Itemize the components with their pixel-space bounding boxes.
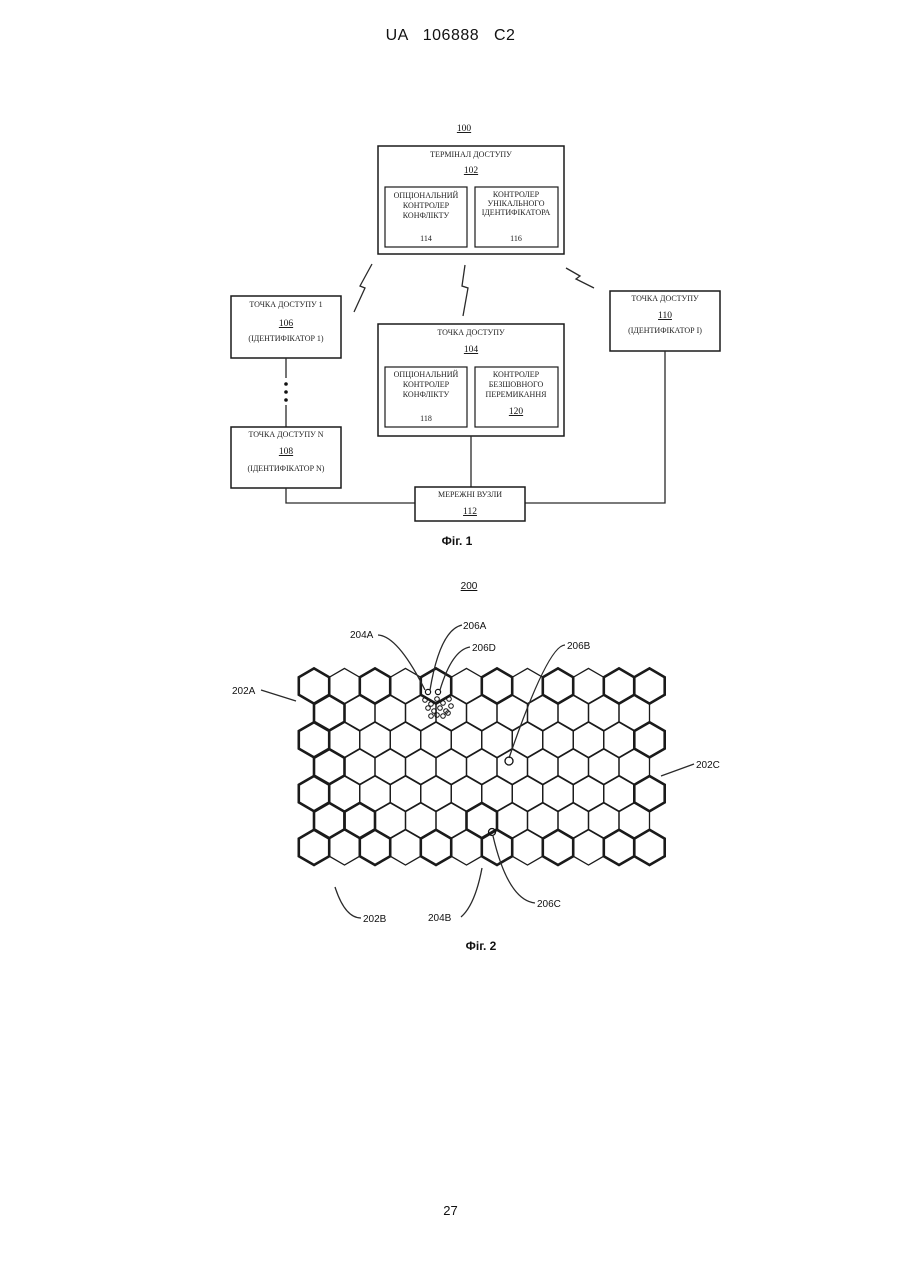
terminal-marker bbox=[426, 706, 431, 711]
page-number: 27 bbox=[0, 1203, 901, 1218]
hex-cell bbox=[634, 830, 664, 865]
label-206D: 206D bbox=[472, 643, 496, 654]
terminal-marker-206A bbox=[425, 689, 430, 694]
label-206A: 206A bbox=[463, 621, 487, 632]
terminal-marker bbox=[441, 701, 446, 706]
label-202B: 202B bbox=[363, 914, 387, 925]
label-204A: 204A bbox=[350, 630, 374, 641]
hex-cell bbox=[421, 830, 451, 865]
terminal-cluster-204A bbox=[423, 697, 454, 719]
terminal-marker bbox=[435, 697, 440, 702]
label-206B: 206B bbox=[567, 641, 591, 652]
hex-cell-grid bbox=[299, 668, 665, 865]
terminal-marker bbox=[449, 704, 454, 709]
fig2-ref-200: 200 bbox=[461, 581, 478, 592]
label-206C: 206C bbox=[537, 899, 561, 910]
label-202C: 202C bbox=[696, 760, 720, 771]
hex-cell bbox=[543, 830, 573, 865]
hex-cell bbox=[360, 830, 390, 865]
hex-cell bbox=[604, 830, 634, 865]
terminal-marker bbox=[438, 706, 443, 711]
hex-cell bbox=[299, 830, 329, 865]
label-202A: 202A bbox=[232, 686, 256, 697]
terminal-marker-206B bbox=[505, 757, 513, 765]
figure-2-caption: Фіг. 2 bbox=[466, 939, 497, 953]
hex-cell bbox=[482, 830, 512, 865]
terminal-marker bbox=[441, 714, 446, 719]
terminal-marker bbox=[429, 714, 434, 719]
label-204B: 204B bbox=[428, 913, 452, 924]
terminal-marker-206D bbox=[435, 689, 440, 694]
